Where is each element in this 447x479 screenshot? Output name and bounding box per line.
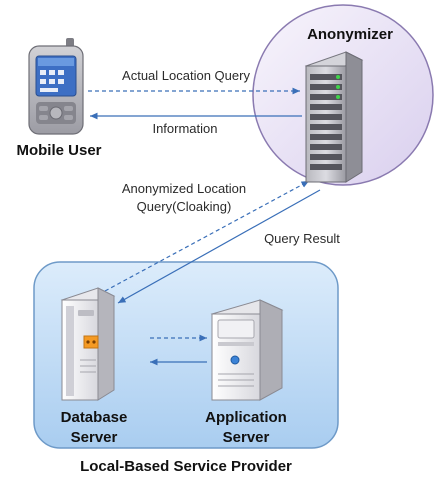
mobile-user-label: Mobile User	[16, 142, 101, 159]
database-server-icon	[60, 287, 116, 401]
anonymizer-label: Anonymizer	[307, 26, 393, 43]
information-label: Information	[152, 121, 217, 136]
query-result-label: Query Result	[264, 231, 340, 246]
anonymized-query-arrow	[104, 180, 310, 292]
application-server-label-line1: Application	[205, 409, 287, 426]
anonymized-query-label-line1: Anonymized Location	[122, 181, 246, 196]
anonymized-query-label-line2: Query(Cloaking)	[137, 199, 232, 214]
provider-label: Local-Based Service Provider	[80, 458, 292, 475]
application-server-icon	[210, 299, 284, 401]
actual-location-query-label: Actual Location Query	[122, 68, 250, 83]
application-server-label-line2: Server	[223, 429, 270, 446]
database-server-label-line1: Database	[61, 409, 128, 426]
query-result-arrow	[117, 189, 321, 304]
database-server-label-line2: Server	[71, 429, 118, 446]
mobile-phone-icon	[28, 38, 84, 135]
anonymizer-server-icon	[304, 51, 364, 183]
